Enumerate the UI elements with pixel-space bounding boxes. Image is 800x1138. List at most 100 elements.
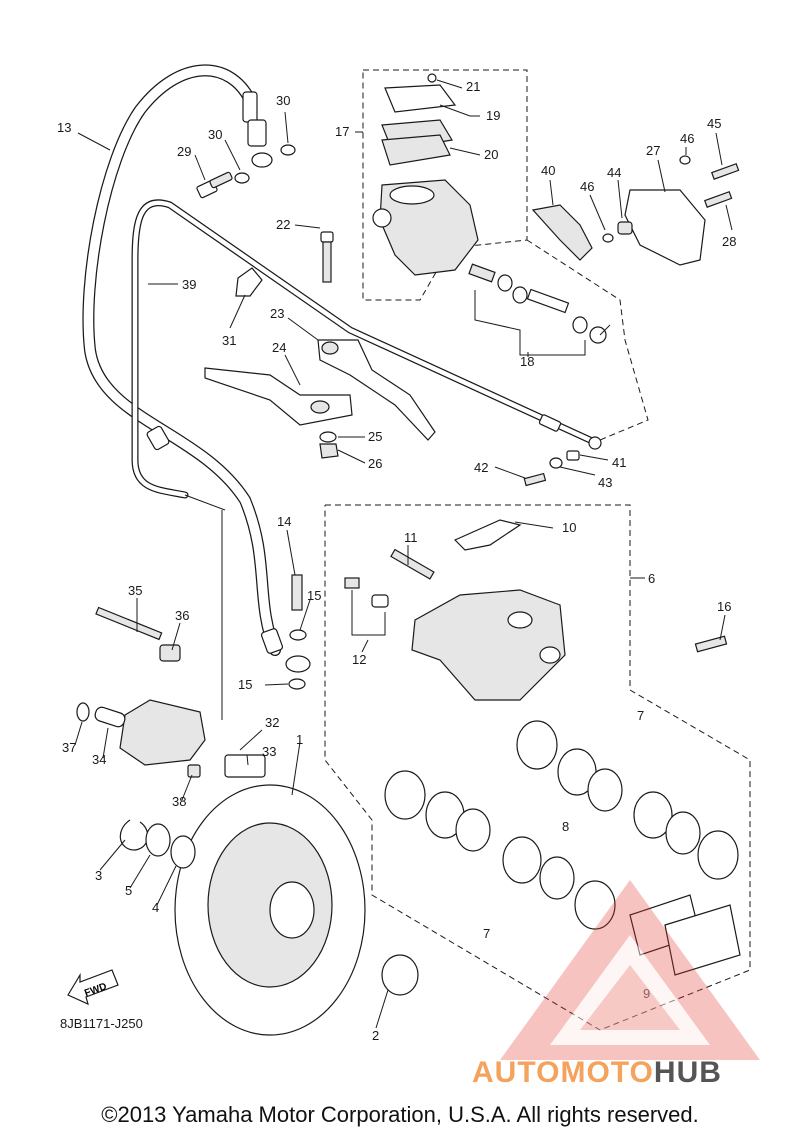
- copper-washer: [234, 172, 250, 184]
- screw: [523, 472, 547, 487]
- piston-seal-kit-upper: [516, 720, 739, 880]
- bleed-screw: [344, 577, 389, 608]
- callout-46a: 46: [680, 131, 694, 146]
- parking-lever: [531, 189, 706, 266]
- callout-8: 8: [562, 819, 569, 834]
- callout-38: 38: [172, 794, 186, 809]
- brake-lever: [317, 339, 436, 441]
- bolt: [710, 162, 740, 180]
- piston-seal-kit-lower: [384, 770, 616, 930]
- master-cylinder: [372, 179, 479, 276]
- automotohub-logo: AUTOMOTOHUB: [472, 1056, 722, 1090]
- diagram-code: 8JB1171-J250: [60, 1016, 143, 1031]
- union-bolt: [196, 171, 233, 199]
- brand-text-b: HUB: [653, 1056, 722, 1089]
- brake-disc: [174, 784, 366, 1036]
- callout-3: 3: [95, 868, 102, 883]
- callout-40: 40: [541, 163, 555, 178]
- callout-2: 2: [372, 1028, 379, 1043]
- parts-diagram: 1 2 3 4 5 6 7 7 8 9 10 11 12 13 14 15 15…: [57, 64, 751, 1043]
- callout-46b: 46: [580, 179, 594, 194]
- cable-bracket: [235, 267, 263, 297]
- callout-30b: 30: [276, 93, 290, 108]
- callout-1: 1: [296, 732, 303, 747]
- callout-34: 34: [92, 752, 106, 767]
- fwd-arrow-icon: FWD: [67, 969, 119, 1006]
- callout-10: 10: [562, 520, 576, 535]
- washer: [602, 233, 614, 243]
- copyright-notice: ©2013 Yamaha Motor Corporation, U.S.A. A…: [101, 1102, 699, 1127]
- shaft: [94, 706, 126, 728]
- callout-17: 17: [335, 124, 349, 139]
- copper-washer: [280, 144, 296, 156]
- washer: [76, 702, 90, 722]
- caliper-bolt: [694, 635, 728, 653]
- callout-33: 33: [262, 744, 276, 759]
- parking-brake-cable: [131, 199, 602, 720]
- callout-35: 35: [128, 583, 142, 598]
- pad-spring: [453, 519, 522, 551]
- callout-11: 11: [404, 530, 418, 545]
- callout-41: 41: [612, 455, 626, 470]
- callout-25: 25: [368, 429, 382, 444]
- callout-31: 31: [222, 333, 236, 348]
- brake-caliper: [411, 589, 566, 701]
- callout-27: 27: [646, 143, 660, 158]
- reservoir-cap: [381, 73, 457, 166]
- copper-washer: [288, 678, 306, 690]
- callout-45: 45: [707, 116, 721, 131]
- master-cylinder-kit: [468, 263, 607, 356]
- callout-4: 4: [152, 900, 159, 915]
- parking-caliper: [119, 699, 266, 778]
- callout-24: 24: [272, 340, 286, 355]
- collar: [566, 450, 580, 461]
- washer: [145, 823, 171, 857]
- parking-lever-assembly: [204, 367, 353, 426]
- circlip: [119, 819, 149, 851]
- automotohub-logo-triangle: [500, 880, 760, 1060]
- copper-washer: [289, 629, 307, 641]
- callout-16: 16: [717, 599, 731, 614]
- callout-14: 14: [277, 514, 291, 529]
- callout-28: 28: [722, 234, 736, 249]
- callout-15b: 15: [238, 677, 252, 692]
- callout-5: 5: [125, 883, 132, 898]
- callout-26: 26: [368, 456, 382, 471]
- callout-7a: 7: [637, 708, 644, 723]
- washer: [679, 155, 691, 165]
- bushing: [617, 221, 633, 235]
- callout-44: 44: [607, 165, 621, 180]
- brand-text-a: AUTOMOTO: [472, 1056, 654, 1089]
- callout-21: 21: [466, 79, 480, 94]
- callout-20: 20: [484, 147, 498, 162]
- callout-32: 32: [265, 715, 279, 730]
- pad-pin: [390, 548, 435, 580]
- callout-29: 29: [177, 144, 191, 159]
- callout-6: 6: [648, 571, 655, 586]
- oil-seal: [170, 835, 196, 869]
- bolt: [703, 190, 733, 208]
- nut: [187, 764, 201, 778]
- spring: [159, 644, 181, 662]
- banjo-bolt: [291, 574, 303, 611]
- callout-23: 23: [270, 306, 284, 321]
- pivot-bolt: [320, 231, 334, 283]
- callout-37: 37: [62, 740, 76, 755]
- callout-19: 19: [486, 108, 500, 123]
- washer: [319, 431, 337, 443]
- callout-7b: 7: [483, 926, 490, 941]
- bearing: [381, 954, 419, 996]
- callout-30a: 30: [208, 127, 222, 142]
- callout-42: 42: [474, 460, 488, 475]
- callout-numbers: 1 2 3 4 5 6 7 7 8 9 10 11 12 13 14 15 15…: [57, 79, 736, 1043]
- brake-pad-kit: [629, 894, 741, 976]
- callout-22: 22: [276, 217, 290, 232]
- callout-12: 12: [352, 652, 366, 667]
- nut: [319, 443, 339, 459]
- leader-lines: [74, 79, 733, 1029]
- callout-15a: 15: [307, 588, 321, 603]
- brake-hose: [82, 64, 311, 673]
- bolt: [95, 606, 163, 641]
- callout-18: 18: [520, 354, 534, 369]
- callout-36: 36: [175, 608, 189, 623]
